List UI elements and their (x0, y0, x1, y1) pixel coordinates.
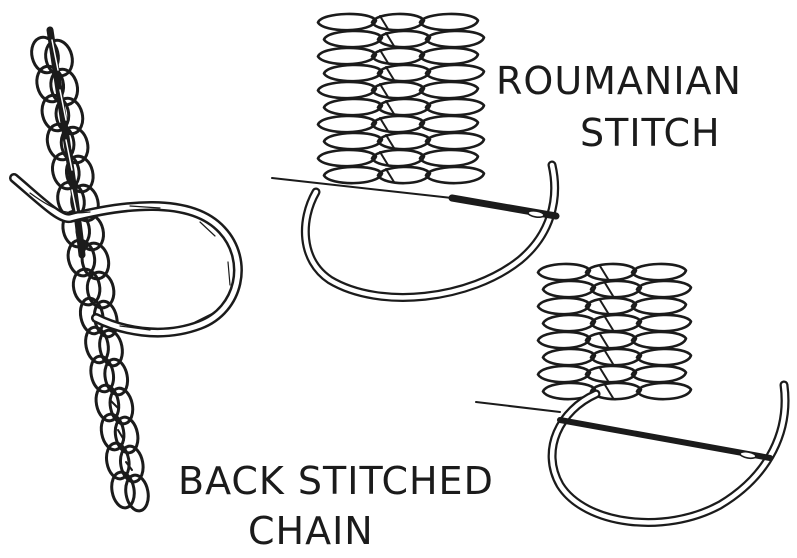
satin-stitch (426, 133, 484, 149)
satin-stitch (538, 332, 590, 348)
roumanian-stitch-upper-illustration (272, 14, 556, 297)
satin-stitch (324, 31, 382, 47)
satin-stitch (324, 99, 382, 115)
roumanian-stitch-title-line1: ROUMANIAN (496, 62, 742, 100)
couching-stitch (605, 385, 613, 398)
satin-stitch (538, 264, 590, 280)
satin-stitch (586, 366, 636, 382)
satin-stitch (426, 31, 484, 47)
satin-stitch (543, 281, 595, 297)
satin-stitch (632, 366, 686, 382)
back-stitched-chain-title-line2: CHAIN (248, 512, 374, 550)
satin-stitch (586, 332, 636, 348)
satin-stitch (420, 82, 478, 98)
satin-stitch (538, 298, 590, 314)
satin-stitch (632, 264, 686, 280)
roumanian-stitch-title-line2: STITCH (580, 114, 721, 152)
satin-stitch (426, 99, 484, 115)
couching-stitch (600, 300, 608, 313)
satin-stitch (538, 366, 590, 382)
satin-stitch (318, 150, 376, 166)
needle-upper (272, 178, 452, 198)
back-stitched-chain-title-line1: BACK STITCHED (178, 462, 494, 500)
satin-stitch (420, 150, 478, 166)
satin-stitch (637, 383, 691, 399)
needle-lower (476, 402, 560, 412)
satin-stitch (318, 48, 376, 64)
satin-stitch (591, 281, 641, 297)
satin-stitch (318, 116, 376, 132)
couching-stitch (600, 266, 608, 279)
satin-stitch (591, 349, 641, 365)
satin-stitch (324, 65, 382, 81)
satin-stitch (637, 349, 691, 365)
satin-stitch (420, 14, 478, 30)
couching-stitch (600, 334, 608, 347)
satin-stitch (318, 14, 376, 30)
satin-stitch (543, 349, 595, 365)
satin-stitch (632, 332, 686, 348)
satin-stitch (426, 167, 484, 183)
satin-stitch (586, 298, 636, 314)
satin-stitch (324, 167, 382, 183)
couching-stitch (600, 368, 608, 381)
satin-stitch (637, 315, 691, 331)
satin-stitch (591, 315, 641, 331)
thread-loop (14, 178, 238, 333)
satin-stitch (586, 264, 636, 280)
roumanian-stitch-lower-illustration (476, 264, 785, 522)
satin-stitch (426, 65, 484, 81)
couching-stitch (605, 283, 613, 296)
couching-stitch (605, 351, 613, 364)
satin-stitch (324, 133, 382, 149)
back-stitched-chain-illustration (14, 30, 238, 513)
satin-stitch (420, 116, 478, 132)
satin-stitch (420, 48, 478, 64)
satin-stitch (543, 315, 595, 331)
satin-stitch (637, 281, 691, 297)
couching-stitch (605, 317, 613, 330)
satin-stitch (632, 298, 686, 314)
satin-stitch (318, 82, 376, 98)
